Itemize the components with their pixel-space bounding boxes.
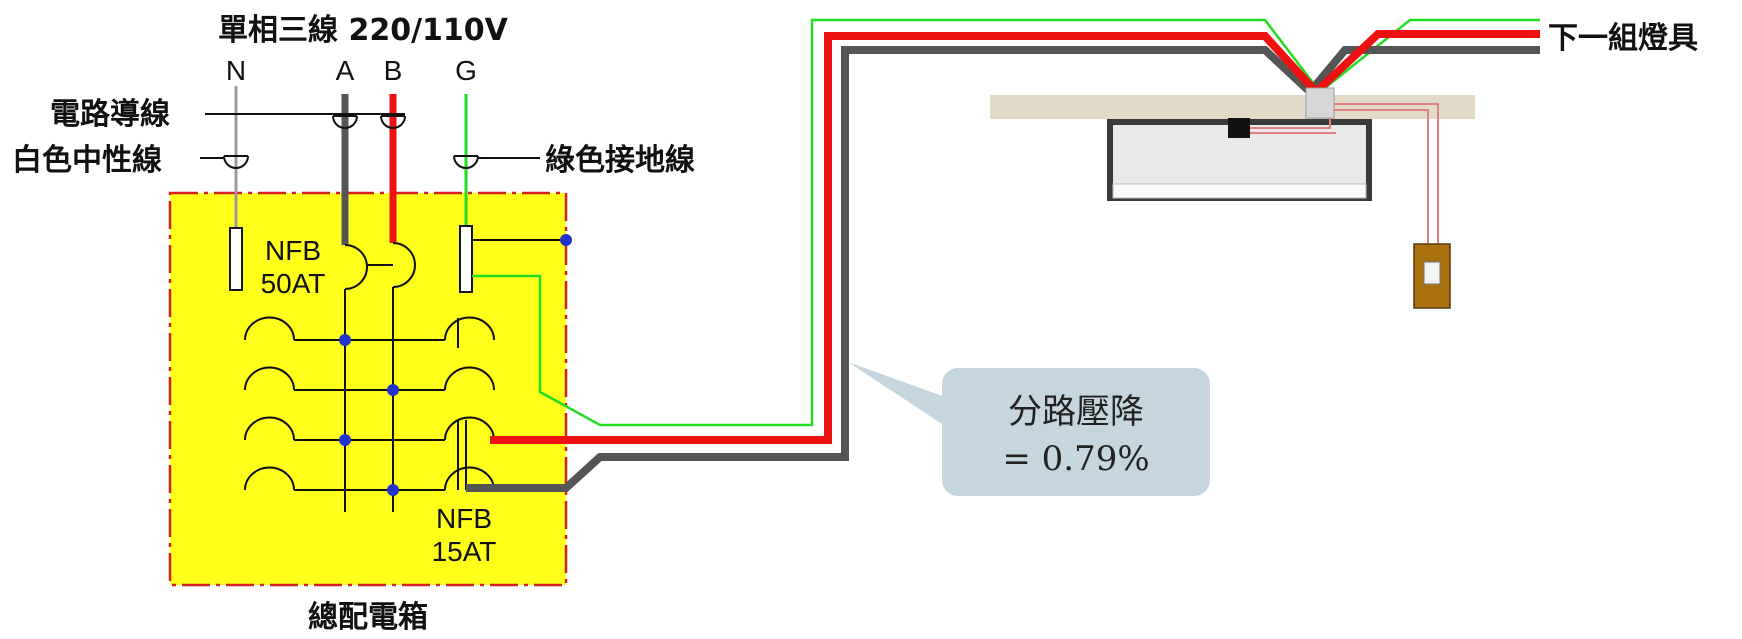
- terminal-a-label: A: [336, 55, 355, 86]
- terminal-b-label: B: [384, 55, 403, 86]
- neutral-bar: [229, 227, 243, 291]
- callout-bubble: [942, 368, 1210, 496]
- branch-ground-wire: [472, 18, 1540, 427]
- ground-bar: [459, 225, 473, 293]
- callout-pointer: [848, 362, 948, 428]
- next-fixture-label: 下一組燈具: [1548, 21, 1698, 56]
- main-breaker-symbol: [344, 242, 416, 512]
- ceiling-board: [990, 95, 1475, 119]
- callout-line1: 分路壓降: [1008, 392, 1144, 432]
- light-fixture: [1107, 118, 1372, 201]
- panel-name-label: 總配電箱: [308, 600, 428, 635]
- ground-wire-label: 綠色接地線: [545, 143, 695, 178]
- terminal-n-label: N: [226, 55, 246, 86]
- wall-switch: [1413, 243, 1451, 309]
- branch-breakers: [244, 316, 495, 491]
- branch-red-wire: [490, 30, 1540, 444]
- main-breaker-label-line2: 50AT: [261, 268, 326, 299]
- main-breaker-label-line1: NFB: [265, 235, 321, 266]
- wall-switch-drop: [1334, 103, 1439, 245]
- branch-breaker-label-line1: NFB: [436, 503, 492, 534]
- callout-line2: = 0.79%: [1002, 439, 1149, 479]
- branch-breaker-label-line2: 15AT: [432, 536, 497, 567]
- wire-markers: [223, 115, 479, 169]
- branch-gray-wire: [466, 46, 1540, 492]
- junction-box: [1305, 87, 1335, 119]
- supply-title: 單相三線 220/110V: [218, 13, 509, 48]
- circuit-conductor-label: 電路導線: [50, 97, 170, 132]
- neutral-wire-label: 白色中性線: [12, 143, 162, 178]
- terminal-g-label: G: [455, 55, 477, 86]
- ground-bond-dot: [560, 234, 572, 246]
- bus-junction-dots: [339, 334, 399, 496]
